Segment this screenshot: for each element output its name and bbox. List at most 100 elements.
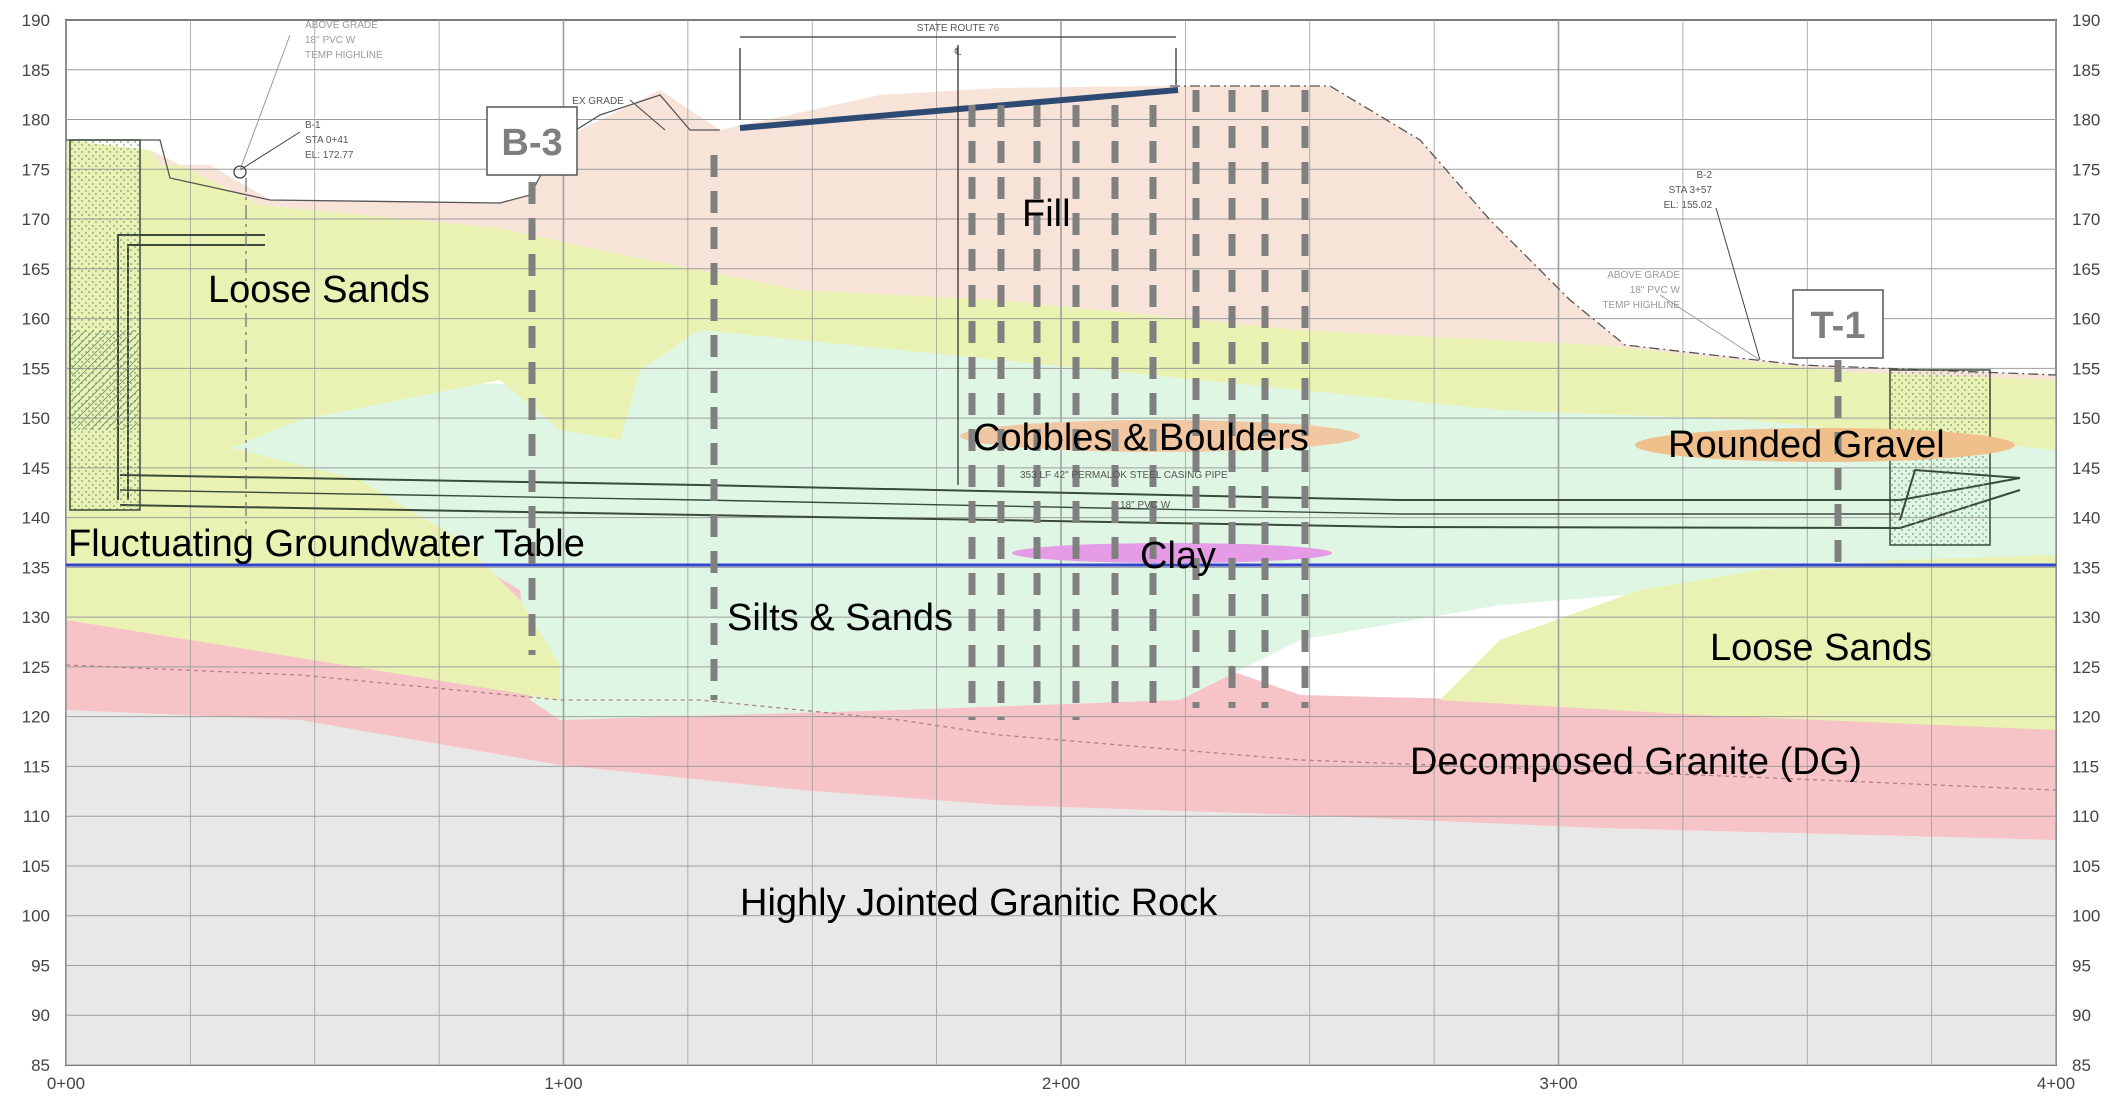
elevation-tick-left: 110 bbox=[23, 807, 50, 826]
station-tick: 4+00 bbox=[2037, 1074, 2075, 1093]
elevation-tick-left: 90 bbox=[31, 1006, 50, 1025]
lenses bbox=[960, 420, 2015, 563]
elevation-tick-left: 145 bbox=[22, 459, 50, 478]
cobbles-boulders-label: Cobbles & Boulders bbox=[973, 417, 1309, 459]
loose-sands-layer-right bbox=[1440, 555, 2056, 730]
elevation-axis-right: 1901851801751701651601551501451401351301… bbox=[2072, 11, 2100, 1075]
elevation-tick-right: 105 bbox=[2072, 857, 2100, 876]
elevation-tick-left: 185 bbox=[22, 61, 50, 80]
above-grade-left-leader bbox=[239, 34, 291, 171]
elevation-tick-right: 125 bbox=[2072, 658, 2100, 677]
elevation-tick-right: 155 bbox=[2072, 359, 2100, 378]
elevation-tick-left: 155 bbox=[22, 359, 50, 378]
rounded-gravel-label: Rounded Gravel bbox=[1668, 424, 1945, 466]
casing-note-2: 18" PVC W bbox=[1120, 500, 1171, 511]
rock-boundary-line bbox=[65, 664, 2057, 791]
elevation-tick-right: 85 bbox=[2072, 1056, 2091, 1075]
casing-note: 353 LF 42" PERMALOK STEEL CASING PIPE bbox=[1020, 470, 1228, 481]
station-tick: 0+00 bbox=[47, 1074, 85, 1093]
station-tick: 2+00 bbox=[1042, 1074, 1080, 1093]
b3-label-box bbox=[486, 106, 578, 176]
fill-layer bbox=[150, 86, 2056, 380]
centerline-note: ℄ bbox=[954, 47, 962, 58]
embankment-slope-line bbox=[1170, 85, 2057, 376]
elevation-tick-right: 135 bbox=[2072, 558, 2100, 577]
road-surface bbox=[739, 87, 1179, 131]
elevation-tick-left: 120 bbox=[22, 708, 50, 727]
elevation-tick-right: 95 bbox=[2072, 956, 2091, 975]
elevation-tick-left: 180 bbox=[22, 111, 50, 130]
elevation-tick-right: 180 bbox=[2072, 111, 2100, 130]
elevation-tick-right: 185 bbox=[2072, 61, 2100, 80]
clay-label: Clay bbox=[1140, 535, 1216, 577]
decomposed-granite-label: Decomposed Granite (DG) bbox=[1410, 741, 1862, 783]
b2-note-3: EL: 155.02 bbox=[1664, 200, 1713, 211]
above-grade-right-1: ABOVE GRADE bbox=[1607, 270, 1680, 281]
above-grade-left-3: TEMP HIGHLINE bbox=[305, 50, 383, 61]
elevation-tick-left: 115 bbox=[23, 757, 50, 776]
t1-label: T-1 bbox=[1811, 305, 1866, 347]
elevation-axis-left: 190 185 180 175 170 165 160 155 150 145 140 135 130 1… bbox=[22, 11, 50, 1075]
left-shaft bbox=[69, 139, 141, 511]
fill-label: Fill bbox=[1022, 193, 1071, 235]
elevation-tick-left: 160 bbox=[22, 310, 50, 329]
b1-leader bbox=[239, 131, 301, 171]
elevation-tick-right: 110 bbox=[2072, 807, 2099, 826]
elevation-tick-right: 120 bbox=[2072, 708, 2100, 727]
elevation-tick-left: 165 bbox=[22, 260, 50, 279]
elevation-tick-right: 165 bbox=[2072, 260, 2100, 279]
above-grade-left-2: 18" PVC W bbox=[305, 35, 356, 46]
loose-sands-left-label: Loose Sands bbox=[208, 269, 430, 311]
elevation-tick-right: 160 bbox=[2072, 310, 2100, 329]
above-grade-right-2: 18" PVC W bbox=[1630, 285, 1681, 296]
loose-sands-right-label: Loose Sands bbox=[1710, 627, 1932, 669]
elevation-tick-right: 130 bbox=[2072, 608, 2100, 627]
elevation-tick-left: 150 bbox=[22, 409, 50, 428]
right-riser-pipe bbox=[1899, 468, 2021, 521]
elevation-tick-left: 175 bbox=[22, 160, 50, 179]
b1-note-1: B-1 bbox=[305, 120, 321, 131]
elevation-tick-left: 95 bbox=[31, 956, 50, 975]
above-grade-right-leader bbox=[1659, 294, 1761, 361]
drawing-linework bbox=[65, 34, 2057, 791]
b1-marker bbox=[233, 165, 247, 179]
b1-note-2: STA 0+41 bbox=[305, 135, 349, 146]
casing-pipe-mid bbox=[119, 489, 1900, 515]
borings bbox=[528, 90, 1842, 720]
groundwater-label: Fluctuating Groundwater Table bbox=[68, 523, 585, 565]
clay-lens bbox=[1012, 543, 1332, 563]
ex-grade-note: EX GRADE bbox=[572, 96, 624, 107]
elevation-tick-left: 135 bbox=[22, 558, 50, 577]
elevation-tick-left: 100 bbox=[22, 907, 50, 926]
station-tick: 3+00 bbox=[1539, 1074, 1577, 1093]
elevation-tick-right: 115 bbox=[2072, 757, 2099, 776]
b2-leader bbox=[1715, 207, 1761, 361]
elevation-tick-right: 140 bbox=[2072, 509, 2100, 528]
cobbles-lens bbox=[960, 420, 1360, 452]
elevation-tick-left: 125 bbox=[22, 658, 50, 677]
granitic-rock-label: Highly Jointed Granitic Rock bbox=[740, 882, 1218, 924]
elevation-tick-right: 145 bbox=[2072, 459, 2100, 478]
elevation-tick-right: 150 bbox=[2072, 409, 2100, 428]
elevation-tick-right: 190 bbox=[2072, 11, 2100, 30]
ex-grade-leader bbox=[629, 99, 666, 131]
elevation-tick-right: 90 bbox=[2072, 1006, 2091, 1025]
b1-note-3: EL: 172.77 bbox=[305, 150, 354, 161]
elevation-tick-right: 175 bbox=[2072, 160, 2100, 179]
elevation-tick-left: 85 bbox=[31, 1056, 50, 1075]
elevation-tick-left: 170 bbox=[22, 210, 50, 229]
elevation-tick-left: 105 bbox=[22, 857, 50, 876]
silts-sands-label: Silts & Sands bbox=[727, 597, 953, 639]
elevation-tick-right: 100 bbox=[2072, 907, 2100, 926]
above-grade-left-1: ABOVE GRADE bbox=[305, 20, 378, 31]
state-route-note: STATE ROUTE 76 bbox=[917, 23, 1000, 34]
b2-note-2: STA 3+57 bbox=[1669, 185, 1713, 196]
b3-label: B-3 bbox=[501, 122, 562, 164]
elevation-tick-left: 140 bbox=[22, 509, 50, 528]
elevation-tick-left: 190 bbox=[22, 11, 50, 30]
elevation-tick-left: 130 bbox=[22, 608, 50, 627]
left-shaft-screen bbox=[72, 330, 138, 430]
gravel-lens bbox=[1635, 428, 2015, 462]
